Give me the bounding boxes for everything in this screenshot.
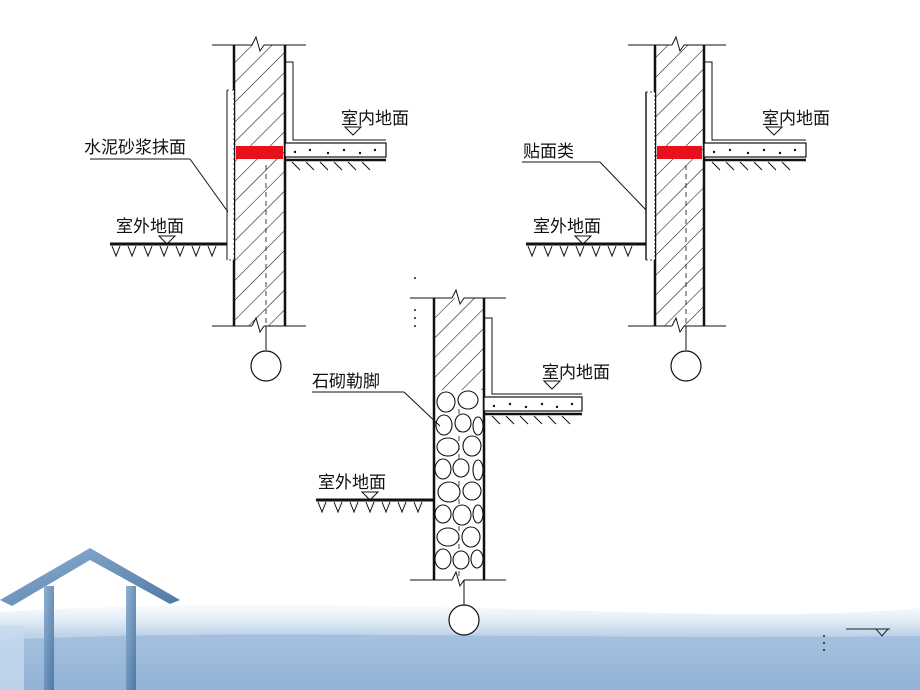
outdoor-ground-label: 室外地面: [318, 473, 386, 493]
break-line-bottom: [628, 316, 726, 334]
wall-section: [226, 45, 287, 326]
outdoor-ground: [526, 235, 646, 258]
wall-section: [645, 45, 706, 326]
level-marker-icon: [360, 491, 380, 501]
house-outline-icon: [0, 548, 180, 690]
corner-marker-icon: [823, 628, 890, 651]
wall-section: [432, 298, 486, 580]
footer-decoration: [0, 548, 920, 690]
indoor-floor: [284, 61, 387, 171]
callout-label: 贴面类: [523, 142, 574, 162]
level-marker-icon: [764, 126, 784, 136]
callout-leader: [312, 391, 441, 427]
rubble-stone-fill: [434, 390, 484, 570]
level-marker-icon: [542, 380, 562, 390]
indoor-floor: [703, 61, 807, 171]
break-line-bottom: [410, 570, 506, 588]
indoor-floor: [483, 317, 583, 425]
break-line-top: [212, 35, 306, 53]
callout-leader: [522, 161, 647, 211]
break-line-top: [410, 288, 506, 306]
damp-proof-course: [236, 146, 283, 159]
callout-leader: [90, 158, 229, 213]
outdoor-ground: [110, 235, 227, 258]
indoor-floor-label: 室内地面: [341, 109, 409, 129]
plaster-layer: [226, 89, 235, 261]
break-line-top: [628, 35, 726, 53]
indoor-floor-label: 室内地面: [762, 109, 830, 129]
diagram-tile: 室内地面 室外地面 贴面类: [522, 35, 830, 382]
damp-proof-course: [657, 146, 702, 159]
diagram-stone: 室内地面 室外地面 石砌勒脚: [312, 277, 610, 636]
tile-facing-layer: [645, 91, 656, 261]
level-marker-icon: [157, 235, 177, 245]
callout-label: 水泥砂浆抹面: [84, 138, 186, 158]
footer-wave: [0, 634, 920, 690]
callout-label: 石砌勒脚: [312, 372, 380, 392]
dots-marker-icon: [414, 277, 416, 327]
level-marker-icon: [343, 126, 363, 136]
level-marker-icon: [573, 235, 593, 245]
outdoor-ground-label: 室外地面: [116, 217, 184, 237]
indoor-floor-label: 室内地面: [542, 363, 610, 383]
diagram-plaster: 室内地面 室外地面 水泥砂浆抹面: [84, 35, 409, 382]
outdoor-ground-label: 室外地面: [533, 217, 601, 237]
axis-circle-icon: [670, 350, 702, 382]
break-line-bottom: [212, 316, 306, 334]
outdoor-ground: [316, 491, 434, 514]
axis-circle-icon: [448, 604, 480, 636]
axis-circle-icon: [250, 350, 282, 382]
